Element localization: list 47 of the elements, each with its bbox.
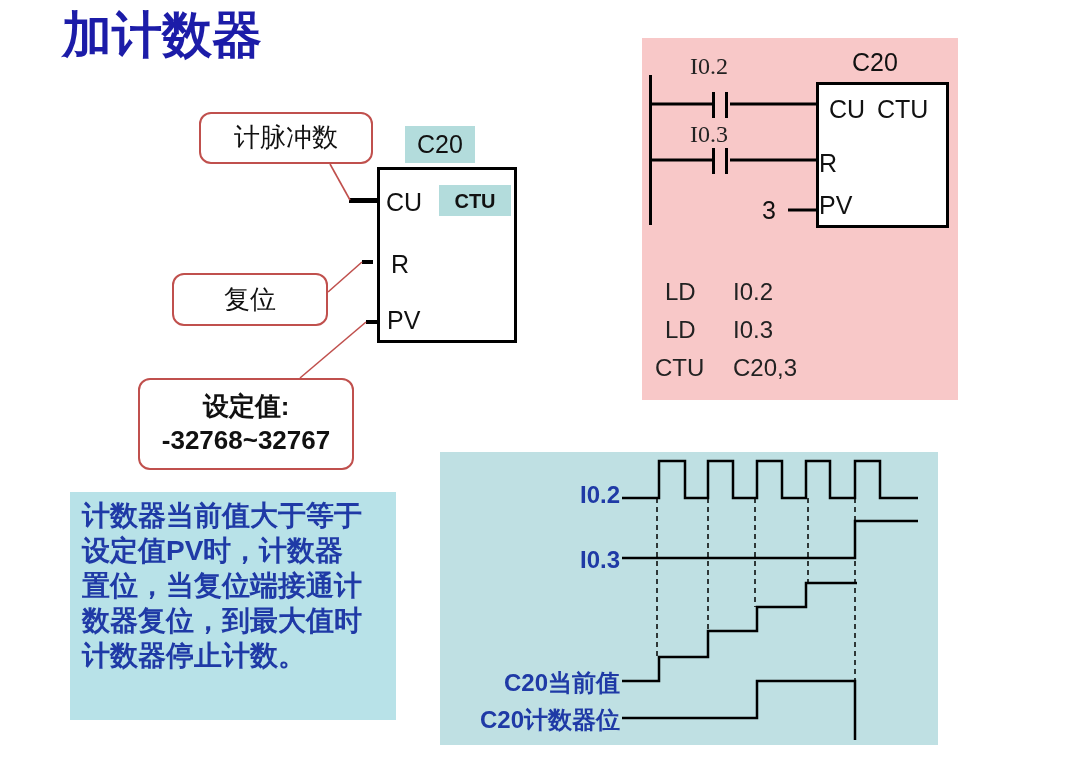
leader-line <box>299 321 367 379</box>
signal-label: C20当前值 <box>503 671 620 695</box>
instruction-text: CTU <box>655 356 705 380</box>
block-name: C20 <box>852 50 898 75</box>
wire <box>730 102 816 106</box>
pin-label: CU <box>386 190 423 215</box>
wire <box>788 208 816 212</box>
callout-bubble <box>138 378 354 470</box>
pin-label: CU <box>829 97 866 122</box>
preset-value: 3 <box>762 198 776 223</box>
pin-label: PV <box>819 193 853 218</box>
input-pin <box>362 260 373 264</box>
instruction-text: C20,3 <box>733 356 798 380</box>
callout-bubble <box>172 273 328 326</box>
leader-line <box>329 163 351 201</box>
callout-text: 复位 <box>224 282 276 316</box>
callout-text: 设定值: <box>202 390 290 424</box>
pin-label: R <box>391 252 410 277</box>
callout-text: 计脉冲数 <box>234 121 338 155</box>
callout-text: -32768~32767 <box>161 424 331 457</box>
signal-label: I0.2 <box>579 483 620 507</box>
callout-bubble <box>199 112 373 164</box>
instruction-text: I0.3 <box>733 318 774 342</box>
diagram-title: 加计数器 <box>62 10 262 60</box>
signal-label: I0.3 <box>579 548 620 572</box>
input-pin <box>366 320 377 324</box>
wire <box>652 102 712 106</box>
block-type: CTU <box>877 97 929 122</box>
ladder-panel <box>642 38 958 400</box>
leader-line <box>327 261 363 293</box>
instruction-text: LD <box>665 318 696 342</box>
wire <box>730 158 816 162</box>
instruction-text: I0.2 <box>733 280 774 304</box>
signal-label: C20计数器位 <box>479 708 620 732</box>
block-type: CTU <box>439 185 511 216</box>
note-panel <box>70 492 396 720</box>
contact-label: I0.2 <box>690 54 728 78</box>
pin-label: PV <box>387 308 421 333</box>
pin-label: R <box>819 151 838 176</box>
block-name: C20 <box>405 126 475 163</box>
wire <box>652 158 712 162</box>
instruction-text: LD <box>665 280 696 304</box>
input-pin <box>349 198 377 203</box>
description-text: 计数器当前值大于等于设定值PV时，计数器置位，当复位端接通计数器复位，到最大值时计数器停止计数。 <box>82 499 363 673</box>
timing-panel <box>440 452 938 745</box>
contact-label: I0.3 <box>690 122 728 146</box>
power-rail <box>649 75 652 225</box>
